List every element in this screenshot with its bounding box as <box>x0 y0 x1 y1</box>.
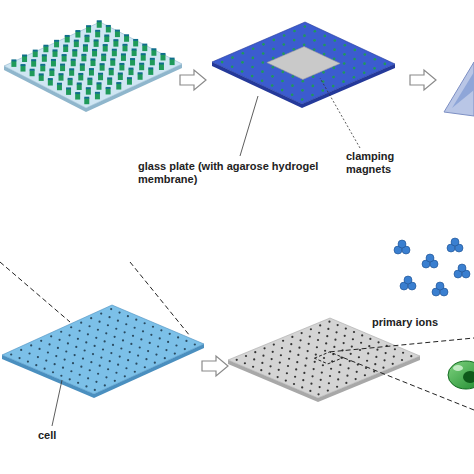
cell-figure <box>448 361 474 389</box>
leader-line <box>320 78 360 148</box>
pillar-plate <box>4 20 182 112</box>
leader-line <box>52 380 62 426</box>
glass-plate <box>212 22 395 108</box>
zoom-box <box>314 352 343 364</box>
label: cell <box>38 429 56 442</box>
zoom-line <box>330 338 474 352</box>
tilted-plate <box>444 62 474 116</box>
ion-clusters <box>394 238 470 296</box>
sample-plate <box>228 318 420 402</box>
process-arrow <box>410 70 436 90</box>
leader-line <box>240 96 258 156</box>
process-arrow <box>202 356 228 376</box>
zoom-line <box>0 262 70 322</box>
label: primary ions <box>372 316 438 329</box>
process-arrow <box>180 70 206 90</box>
label: clamping magnets <box>346 150 406 176</box>
cell-plate <box>2 305 204 398</box>
label: glass plate (with agarose hydrogel membr… <box>138 160 378 186</box>
